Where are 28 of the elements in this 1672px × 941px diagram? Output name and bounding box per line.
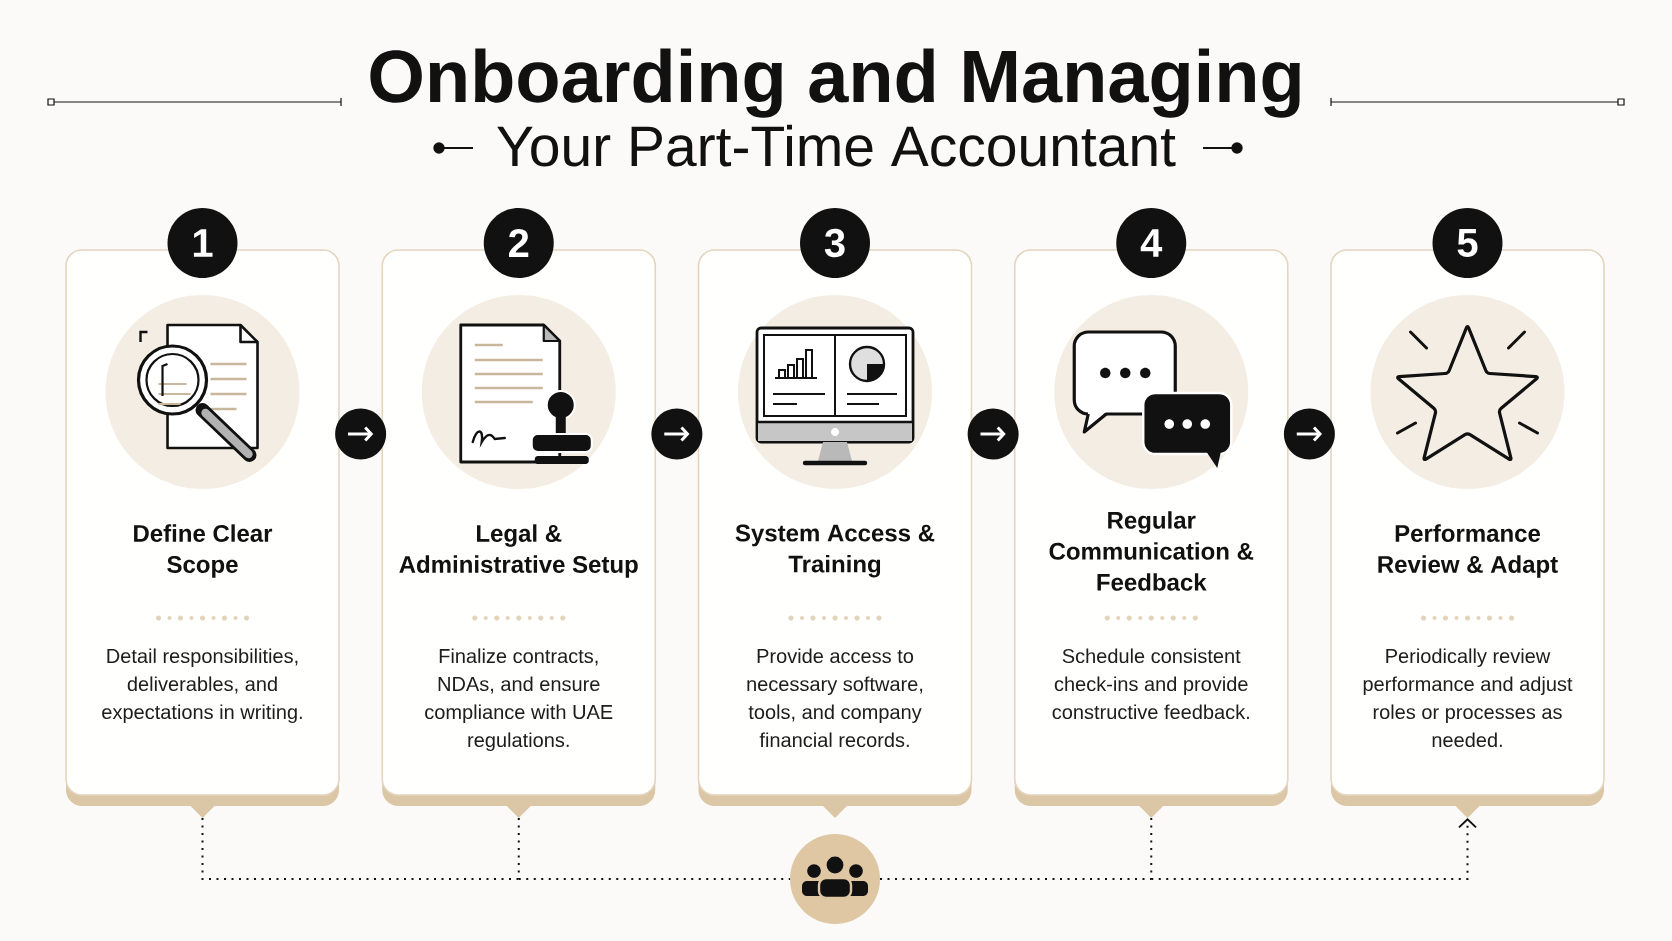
step-description: Finalize contracts, NDAs, and ensure compliance with UAE regulations. [425,648,613,752]
arrow-circle [335,408,387,460]
number-badge: 4 [1116,208,1187,278]
step-title: Performance Review & Adapt [1378,524,1558,578]
arrow-circle [967,408,1019,460]
number-badge: 1 [167,208,238,278]
number-badge: 5 [1432,208,1503,278]
dotted-line [1150,817,1153,880]
dotted-line [517,817,520,880]
step-title: Legal & Administrative Setup [399,524,638,578]
step-title: Regular Communication & Feedback [1049,511,1254,591]
dotted-line [517,878,791,880]
step-title: System Access & Training [735,524,935,578]
step-description: Detail responsibilities, deliverables, and expectations in writing. [102,648,302,724]
step-title: Define Clear Scope [134,524,273,578]
people-icon [790,834,880,924]
number-badge: 3 [800,208,870,278]
step-description: Schedule consistent check-ins and provide constructive feedback. [1052,648,1249,720]
dotted-line [879,878,1153,880]
subtitle: Your Part-Time Accountant [497,124,1176,167]
dotted-arrow [1150,818,1477,880]
step-description: Provide access to necessary software, tools, and company financial records. [747,648,923,748]
arrow-circle [1283,408,1335,460]
dotted-line [201,817,520,880]
number-badge: 2 [483,208,554,278]
step-description: Periodically review performance and adjust roles or processes as needed. [1363,648,1573,748]
arrow-circle [651,408,703,460]
title: Onboarding and Managing [370,48,1300,118]
